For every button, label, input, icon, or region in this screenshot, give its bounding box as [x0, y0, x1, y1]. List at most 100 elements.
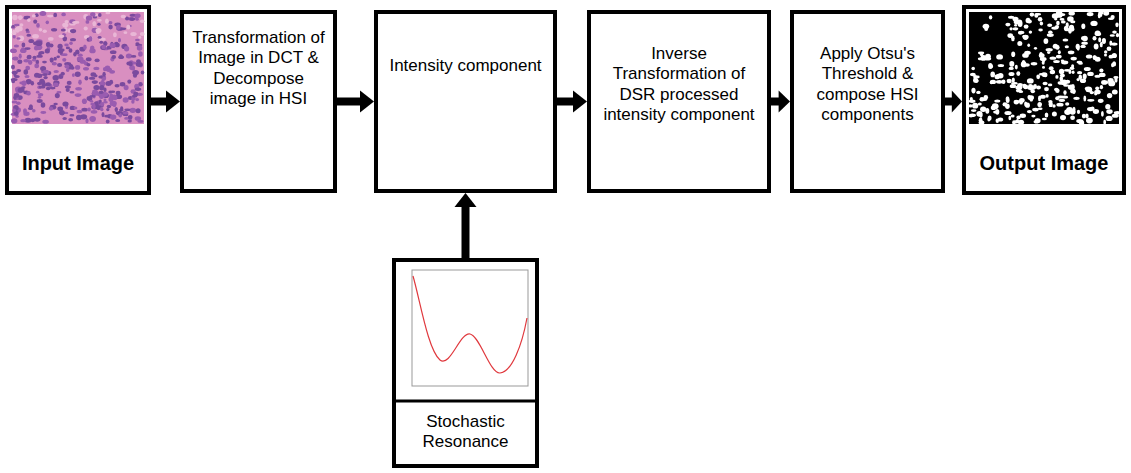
nucleus-blob — [1039, 52, 1043, 58]
nucleus-blob — [1112, 90, 1118, 95]
nucleus-blob — [1034, 47, 1037, 50]
cell-dot — [122, 111, 127, 116]
cell-dot — [99, 41, 103, 44]
nucleus-blob — [1081, 45, 1085, 48]
cell-dot — [28, 39, 34, 43]
cell-dot — [53, 75, 59, 81]
nucleus-blob — [1108, 78, 1114, 82]
cell-dot — [75, 50, 80, 55]
nucleus-blob — [981, 55, 987, 61]
nucleus-blob — [1112, 30, 1117, 33]
cell-dot — [61, 13, 66, 17]
cell-dot — [67, 81, 72, 85]
nucleus-blob — [990, 80, 994, 84]
nucleus-blob — [1068, 85, 1074, 90]
cell-dot — [82, 99, 87, 105]
nucleus-blob — [997, 74, 1000, 78]
nucleus-blob — [1011, 52, 1015, 58]
cell-dot — [40, 11, 47, 16]
nucleus-blob — [1073, 97, 1079, 100]
cell-dot — [11, 78, 18, 81]
nucleus-blob — [1093, 55, 1097, 60]
cell-dot — [37, 74, 42, 79]
nucleus-blob — [1043, 73, 1047, 78]
nucleus-blob — [1032, 108, 1039, 112]
nucleus-blob — [1038, 29, 1043, 32]
cell-dot — [100, 45, 106, 50]
cell-dot — [135, 88, 142, 91]
nucleus-blob — [968, 104, 973, 107]
nucleus-blob — [1015, 65, 1018, 70]
process-box: Transformation of Image in DCT & Decompo… — [180, 10, 337, 193]
flow-arrow — [151, 91, 180, 113]
cell-dot — [99, 94, 104, 99]
nucleus-blob — [1046, 94, 1049, 98]
cell-dot — [52, 62, 56, 65]
nucleus-blob — [1100, 85, 1103, 89]
nucleus-blob — [1114, 111, 1121, 115]
flow-arrow — [945, 91, 962, 113]
nucleus-blob — [1026, 18, 1031, 23]
cell-dot — [13, 35, 16, 39]
segmented-ground — [969, 12, 1119, 124]
cell-dot — [19, 54, 22, 59]
cell-dot — [16, 69, 21, 72]
nucleus-blob — [1093, 36, 1097, 40]
nucleus-blob — [996, 119, 999, 123]
cell-dot — [93, 67, 99, 70]
nucleus-blob — [1023, 35, 1029, 40]
nucleus-blob — [1076, 44, 1080, 50]
nucleus-blob — [1042, 66, 1045, 69]
cell-dot — [118, 38, 121, 42]
nucleus-blob — [1010, 84, 1016, 88]
cell-dot — [135, 39, 140, 42]
nucleus-blob — [1102, 38, 1106, 44]
nucleus-blob — [1045, 112, 1049, 117]
cell-dot — [108, 21, 112, 25]
cell-dot — [89, 95, 95, 98]
cell-dot — [23, 59, 29, 62]
cell-dot — [136, 62, 143, 67]
cell-dot — [23, 108, 27, 113]
cell-dot — [140, 32, 145, 36]
nucleus-blob — [1065, 102, 1069, 106]
cell-dot — [136, 108, 141, 113]
nucleus-blob — [1083, 96, 1086, 102]
cell-dot — [48, 37, 54, 41]
cell-dot — [59, 110, 65, 115]
nucleus-blob — [1060, 76, 1064, 81]
cell-dot — [104, 115, 110, 118]
nucleus-blob — [1056, 55, 1062, 59]
nucleus-blob — [1056, 11, 1063, 15]
cell-dot — [21, 86, 26, 89]
nucleus-blob — [1066, 22, 1069, 28]
cell-dot — [21, 81, 26, 86]
cell-dot — [36, 55, 42, 58]
nucleus-blob — [1005, 23, 1010, 27]
cell-dot — [87, 108, 91, 112]
nucleus-blob — [1016, 100, 1022, 103]
cell-dot — [132, 70, 139, 75]
nucleus-blob — [1086, 118, 1093, 124]
cell-dot — [54, 70, 59, 73]
cell-dot — [126, 25, 130, 30]
nucleus-blob — [1071, 64, 1074, 68]
cell-dot — [57, 63, 62, 67]
nucleus-blob — [1086, 54, 1092, 58]
nucleus-blob — [1095, 57, 1101, 62]
output-box: Output Image — [962, 5, 1126, 195]
cell-dot — [130, 32, 136, 36]
cell-dot — [135, 15, 139, 20]
cell-dot — [32, 109, 36, 113]
nucleus-blob — [1116, 33, 1119, 37]
nucleus-blob — [1053, 60, 1060, 63]
nucleus-blob — [1011, 115, 1015, 118]
cell-dot — [78, 80, 82, 85]
cell-dot — [24, 16, 30, 18]
cell-dot — [103, 67, 107, 71]
cell-dot — [69, 48, 73, 52]
nucleus-blob — [1018, 31, 1024, 34]
cell-dot — [113, 32, 117, 37]
nucleus-blob — [1087, 99, 1094, 102]
nucleus-blob — [1115, 22, 1118, 27]
